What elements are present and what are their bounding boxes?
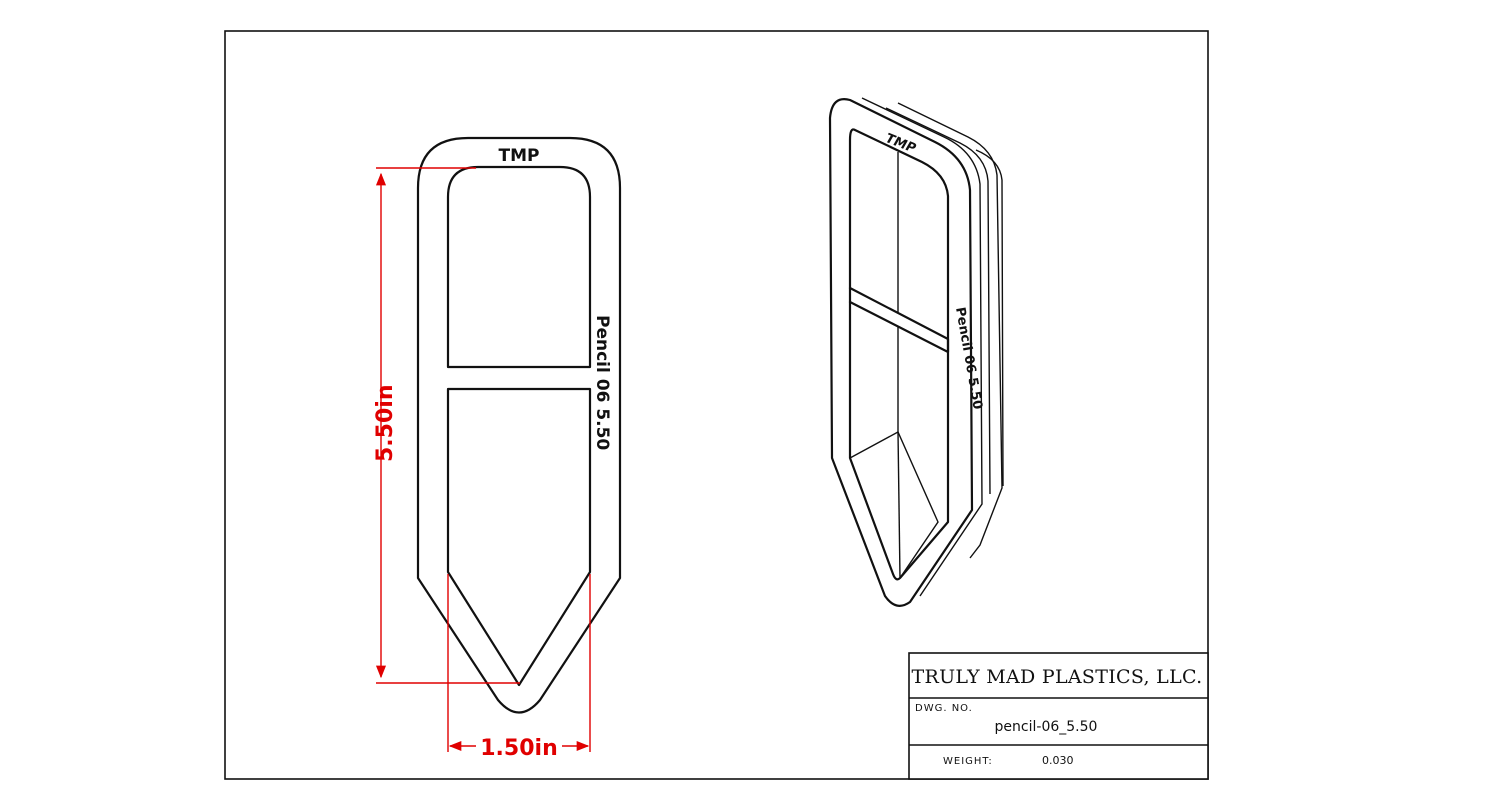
dwg-no-label: DWG. NO. (915, 703, 973, 714)
weight-value: 0.030 (1042, 754, 1074, 767)
iso-interior-floor (849, 431, 939, 579)
lower-chamber-outline (446, 387, 592, 687)
title-block-frame (908, 652, 1209, 780)
iso-back-plate-rim (975, 149, 1004, 487)
iso-front-outer-outline (828, 98, 974, 607)
sheet-border (224, 30, 1209, 780)
weight-label: WEIGHT: (943, 756, 993, 767)
iso-divider (848, 286, 950, 354)
iso-front-thickness-edge (861, 97, 983, 597)
upper-chamber-outline (446, 165, 592, 369)
width-dimension-label: 1.50in (480, 736, 557, 761)
iso-emboss-pencil: Pencil 06 5.50 (952, 306, 985, 410)
front-view: TMP Pencil 06 5.50 5.50in 1.50in (373, 136, 622, 761)
front-emboss-pencil: Pencil 06 5.50 (592, 315, 612, 450)
company-name: TRULY MAD PLASTICS, LLC. (911, 666, 1202, 688)
iso-back-plate-inner (885, 107, 991, 495)
dwg-no-value: pencil-06_5.50 (995, 719, 1098, 735)
front-emboss-tmp: TMP (499, 146, 540, 166)
height-dimension-label: 5.50in (373, 385, 398, 462)
cutter-outer-outline (416, 136, 622, 714)
title-block: TRULY MAD PLASTICS, LLC. DWG. NO. pencil… (908, 652, 1209, 780)
iso-inner-opening (848, 128, 950, 581)
iso-interior-floor-edge (897, 431, 901, 579)
iso-back-plate-outer (897, 102, 1003, 559)
isometric-view: TMP Pencil 06 5.50 (828, 97, 1004, 607)
